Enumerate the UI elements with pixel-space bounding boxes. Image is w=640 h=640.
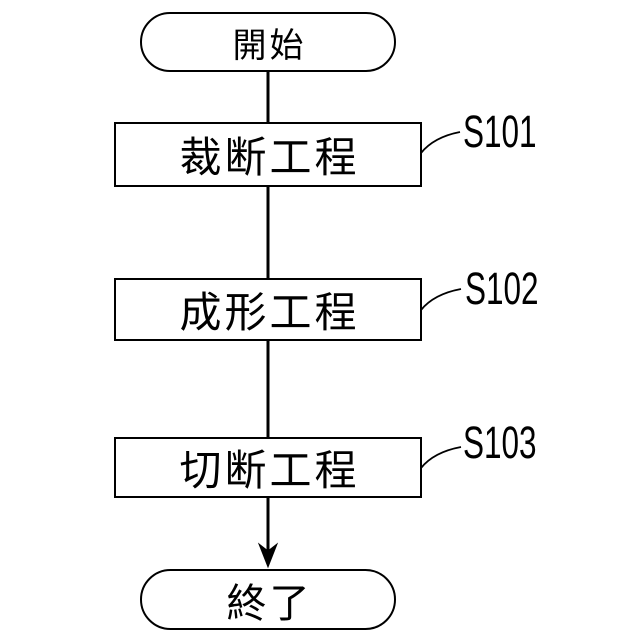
leader-line-s101 bbox=[420, 131, 461, 154]
process-label-s102: 成形工程 bbox=[179, 289, 360, 336]
end-terminal-label: 終了 bbox=[226, 581, 313, 626]
step-tag-s103: S103 bbox=[463, 417, 537, 468]
process-label-s103: 切断工程 bbox=[179, 447, 360, 494]
arrowhead-down-icon bbox=[257, 542, 279, 569]
process-label-s101: 裁断工程 bbox=[179, 134, 360, 181]
start-terminal: 開始 bbox=[140, 12, 396, 72]
end-terminal: 終了 bbox=[140, 569, 396, 630]
step-tag-s101: S101 bbox=[463, 106, 537, 157]
leader-line-s103 bbox=[420, 446, 462, 469]
process-box-s101: 裁断工程 bbox=[114, 122, 422, 187]
process-box-s102: 成形工程 bbox=[114, 278, 422, 341]
start-terminal-label: 開始 bbox=[232, 26, 307, 65]
step-tag-s102: S102 bbox=[465, 263, 539, 314]
leader-line-s102 bbox=[420, 288, 462, 311]
leader-lines bbox=[420, 131, 462, 469]
process-box-s103: 切断工程 bbox=[114, 437, 422, 498]
